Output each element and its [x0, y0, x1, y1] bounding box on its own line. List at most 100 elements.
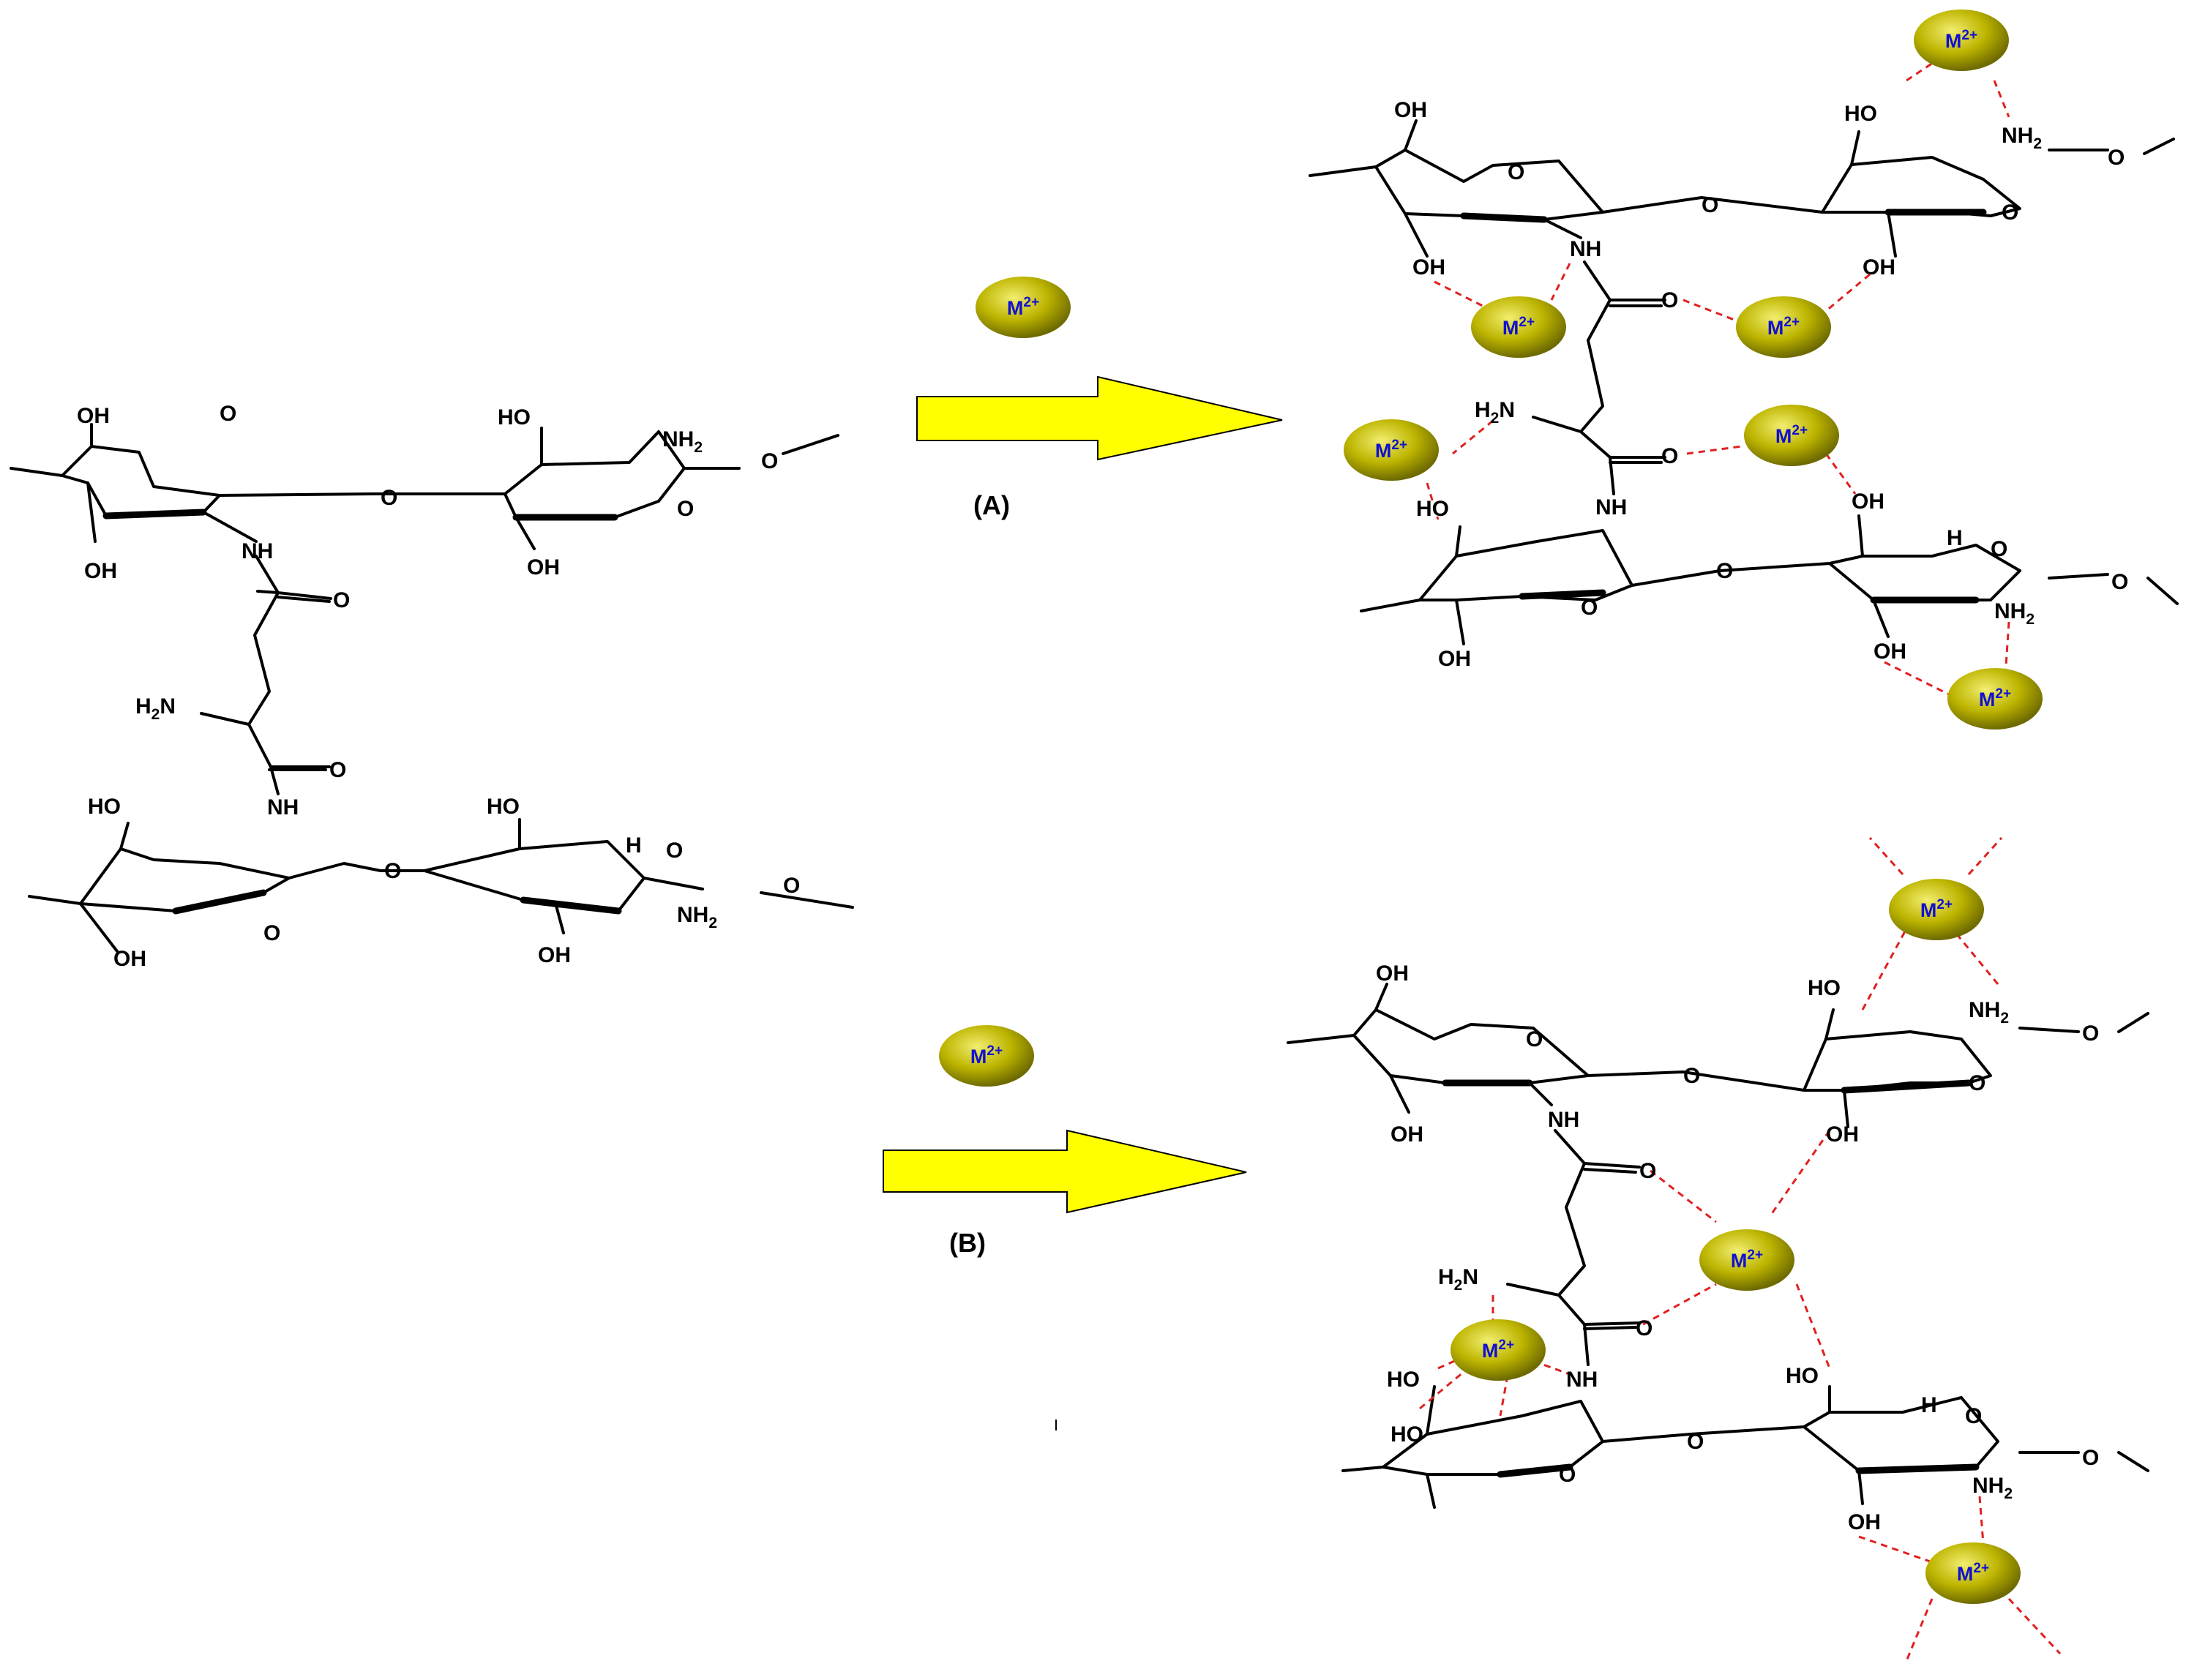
- svg-text:O: O: [329, 758, 346, 782]
- svg-text:O: O: [2002, 200, 2018, 225]
- product-b-structure: OH O O OH NH O HO NH2 O O OH H2N O NH HO…: [1287, 836, 2149, 1662]
- svg-text:OH: OH: [1848, 1510, 1881, 1534]
- svg-text:NH: NH: [1570, 237, 1601, 261]
- arrow-a: [916, 375, 1283, 461]
- svg-text:O: O: [761, 449, 778, 473]
- svg-text:M2+: M2+: [1957, 1561, 1989, 1585]
- product-a-linker: [1532, 260, 1666, 495]
- svg-text:NH2: NH2: [677, 903, 717, 931]
- svg-text:M2+: M2+: [1482, 1338, 1514, 1362]
- svg-text:M2+: M2+: [1945, 28, 1977, 52]
- svg-text:OH: OH: [1394, 98, 1427, 122]
- svg-text:M2+: M2+: [970, 1043, 1003, 1068]
- ion-a1: M2+: [1914, 10, 2009, 71]
- svg-text:NH: NH: [1548, 1108, 1579, 1132]
- svg-text:NH: NH: [1595, 495, 1627, 520]
- svg-text:O: O: [1991, 537, 2007, 561]
- svg-text:OH: OH: [84, 559, 117, 583]
- svg-text:OH: OH: [1376, 961, 1409, 986]
- svg-text:O: O: [783, 874, 800, 898]
- svg-text:O: O: [384, 859, 401, 883]
- svg-text:NH2: NH2: [662, 427, 703, 456]
- svg-text:OH: OH: [1863, 255, 1895, 280]
- svg-text:H2N: H2N: [135, 694, 176, 723]
- svg-text:HO: HO: [498, 405, 531, 430]
- svg-text:HO: HO: [88, 795, 121, 819]
- ion-a4: M2+: [1344, 419, 1439, 481]
- free-ion-b: M2+: [939, 1025, 1034, 1087]
- svg-text:M2+: M2+: [1767, 315, 1800, 339]
- upper-chain: [10, 423, 839, 550]
- svg-text:O: O: [1559, 1463, 1576, 1487]
- svg-text:OH: OH: [527, 555, 560, 580]
- svg-text:HO: HO: [1786, 1364, 1819, 1388]
- svg-text:OH: OH: [538, 943, 571, 967]
- svg-text:O: O: [2082, 1021, 2099, 1046]
- svg-text:NH2: NH2: [1969, 998, 2009, 1027]
- svg-text:HO: HO: [1416, 497, 1449, 521]
- svg-text:O: O: [1702, 193, 1718, 217]
- svg-text:M2+: M2+: [1731, 1248, 1763, 1272]
- svg-text:O: O: [220, 402, 236, 426]
- ion-a2: M2+: [1471, 296, 1566, 358]
- svg-text:O: O: [1683, 1064, 1700, 1088]
- svg-text:M2+: M2+: [1920, 897, 1953, 921]
- svg-text:OH: OH: [1390, 1122, 1423, 1147]
- product-a-lower-chain: [1360, 514, 2179, 645]
- svg-text:O: O: [1661, 444, 1678, 468]
- svg-text:HO: HO: [1390, 1422, 1423, 1447]
- svg-text:OH: OH: [1826, 1122, 1859, 1147]
- svg-text:H2N: H2N: [1475, 398, 1515, 427]
- svg-text:H: H: [1921, 1393, 1937, 1417]
- svg-text:NH2: NH2: [1972, 1474, 2013, 1502]
- ion-b2: M2+: [1699, 1229, 1794, 1291]
- ion-b4: M2+: [1925, 1542, 2021, 1604]
- product-a-structure: OH O O OH NH O HO NH2 O O OH H2N O NH HO…: [1309, 10, 2179, 730]
- ion-b3: M2+: [1451, 1319, 1546, 1381]
- svg-text:OH: OH: [77, 404, 110, 428]
- svg-text:NH: NH: [242, 539, 273, 563]
- svg-text:NH2: NH2: [1994, 599, 2035, 628]
- svg-text:O: O: [1636, 1316, 1652, 1340]
- product-b-linker: [1506, 1129, 1641, 1366]
- svg-text:O: O: [2108, 146, 2125, 170]
- ion-a3: M2+: [1736, 296, 1831, 358]
- svg-text:O: O: [677, 497, 694, 521]
- reactant-structure: OH OH O O NH O HO OH NH2 O O H2N O NH HO…: [10, 402, 854, 971]
- product-b-coordination: [1419, 836, 2062, 1662]
- svg-text:O: O: [1716, 559, 1733, 583]
- svg-text:O: O: [1965, 1404, 1982, 1428]
- svg-text:O: O: [2082, 1446, 2099, 1470]
- glutamine-linker: [200, 555, 332, 795]
- product-b-lower-chain: [1341, 1385, 2149, 1509]
- ion-a5: M2+: [1744, 405, 1839, 466]
- svg-text:M2+: M2+: [1979, 686, 2011, 710]
- svg-text:O: O: [263, 921, 280, 945]
- svg-text:HO: HO: [1844, 102, 1877, 126]
- product-b-upper-chain: [1287, 983, 2149, 1128]
- svg-text:O: O: [1661, 288, 1678, 312]
- lower-chain: [28, 818, 854, 953]
- svg-text:O: O: [1639, 1159, 1656, 1183]
- label-b: (B): [949, 1228, 986, 1258]
- arrow-b: [883, 1129, 1247, 1214]
- svg-text:NH: NH: [1566, 1368, 1598, 1392]
- label-a: (A): [973, 490, 1010, 520]
- svg-text:M2+: M2+: [1007, 295, 1039, 319]
- product-a-upper-chain: [1309, 119, 2175, 258]
- free-ion-a: M2+: [976, 277, 1071, 338]
- svg-text:O: O: [381, 486, 397, 510]
- svg-text:O: O: [1526, 1027, 1543, 1051]
- svg-text:HO: HO: [487, 795, 520, 819]
- svg-text:O: O: [1581, 596, 1598, 620]
- svg-text:OH: OH: [113, 947, 146, 971]
- svg-text:OH: OH: [1438, 647, 1471, 671]
- svg-text:H: H: [626, 833, 642, 858]
- svg-text:H: H: [1947, 526, 1963, 550]
- svg-text:M2+: M2+: [1502, 315, 1535, 339]
- svg-text:O: O: [1969, 1071, 1985, 1095]
- svg-text:NH2: NH2: [2002, 124, 2042, 152]
- svg-text:O: O: [1508, 160, 1524, 184]
- svg-text:HO: HO: [1808, 976, 1841, 1000]
